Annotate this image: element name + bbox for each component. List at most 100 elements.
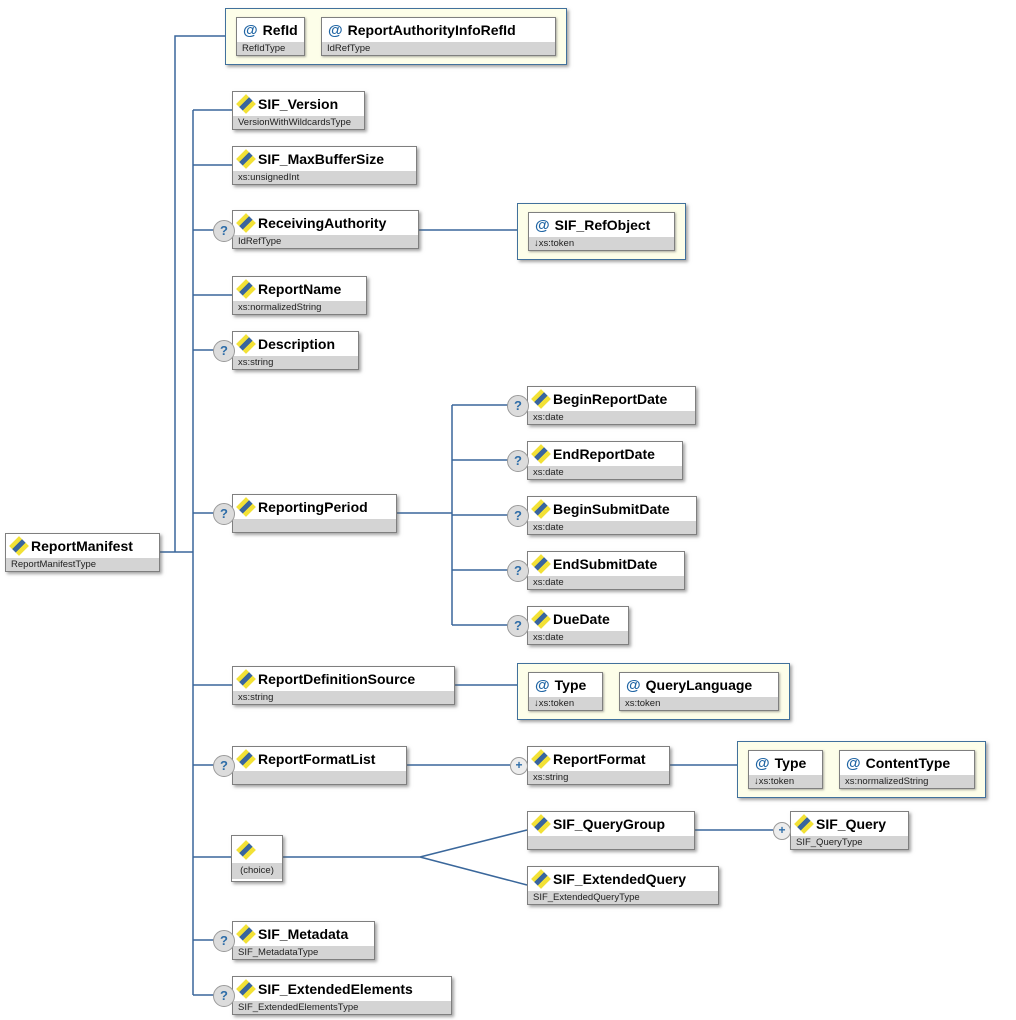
element-due-date[interactable]: DueDate xs:date bbox=[527, 606, 629, 645]
attribute-title: @ContentType bbox=[840, 751, 974, 775]
attribute-type: RefIdType bbox=[237, 42, 304, 55]
optional-indicator: ? bbox=[213, 755, 235, 777]
element-receiving-authority[interactable]: ReceivingAuthority IdRefType bbox=[232, 210, 419, 249]
connector bbox=[174, 35, 225, 552]
element-report-format[interactable]: ReportFormat xs:string bbox=[527, 746, 670, 785]
element-label: DueDate bbox=[553, 611, 610, 627]
element-type: SIF_ExtendedElementsType bbox=[233, 1001, 451, 1014]
element-sif-metadata[interactable]: SIF_Metadata SIF_MetadataType bbox=[232, 921, 375, 960]
connector bbox=[281, 829, 528, 886]
optional-indicator: ? bbox=[213, 503, 235, 525]
element-report-name[interactable]: ReportName xs:normalizedString bbox=[232, 276, 367, 315]
attribute-refid[interactable]: @RefId RefIdType bbox=[236, 17, 305, 56]
element-icon bbox=[236, 279, 256, 299]
attribute-label: Type bbox=[554, 677, 587, 693]
element-end-report-date[interactable]: EndReportDate xs:date bbox=[527, 441, 683, 480]
optional-indicator: ? bbox=[213, 985, 235, 1007]
element-sif-extended-elements[interactable]: SIF_ExtendedElements SIF_ExtendedElement… bbox=[232, 976, 452, 1015]
optional-indicator: ? bbox=[507, 505, 529, 527]
element-label: SIF_Query bbox=[816, 816, 887, 832]
choice-label: (choice) bbox=[232, 863, 282, 879]
element-sif-max-buffer-size[interactable]: SIF_MaxBufferSize xs:unsignedInt bbox=[232, 146, 417, 185]
element-label: BeginReportDate bbox=[553, 391, 668, 407]
element-label: SIF_Version bbox=[258, 96, 339, 112]
element-type: SIF_MetadataType bbox=[233, 946, 374, 959]
element-icon bbox=[531, 554, 551, 574]
element-label: EndSubmitDate bbox=[553, 556, 658, 572]
element-type: xs:normalizedString bbox=[233, 301, 366, 314]
element-report-format-list[interactable]: ReportFormatList bbox=[232, 746, 407, 785]
element-title: ReportName bbox=[233, 277, 366, 301]
element-label: Description bbox=[258, 336, 336, 352]
attribute-label: Type bbox=[774, 755, 807, 771]
attribute-title: @ReportAuthorityInfoRefId bbox=[322, 18, 555, 42]
attribute-group-report-format: @Type ↓xs:token @ContentType xs:normaliz… bbox=[737, 741, 986, 798]
element-sif-version[interactable]: SIF_Version VersionWithWildcardsType bbox=[232, 91, 365, 130]
element-title: ReportFormatList bbox=[233, 747, 406, 771]
element-begin-submit-date[interactable]: BeginSubmitDate xs:date bbox=[527, 496, 697, 535]
element-label: SIF_QueryGroup bbox=[553, 816, 666, 832]
optional-indicator: ? bbox=[213, 930, 235, 952]
element-title: ReportDefinitionSource bbox=[233, 667, 454, 691]
element-icon bbox=[236, 924, 256, 944]
attribute-at-icon: @ bbox=[626, 676, 641, 694]
element-label: ReportFormatList bbox=[258, 751, 376, 767]
element-type: xs:date bbox=[528, 411, 695, 424]
element-title: ReceivingAuthority bbox=[233, 211, 418, 235]
element-type: xs:string bbox=[528, 771, 669, 784]
attribute-label: QueryLanguage bbox=[645, 677, 753, 693]
attribute-type[interactable]: @Type ↓xs:token bbox=[528, 672, 603, 711]
element-begin-report-date[interactable]: BeginReportDate xs:date bbox=[527, 386, 696, 425]
element-type: xs:date bbox=[528, 631, 628, 644]
element-sif-query-group[interactable]: SIF_QueryGroup bbox=[527, 811, 695, 850]
element-title: DueDate bbox=[528, 607, 628, 631]
element-type: IdRefType bbox=[233, 235, 418, 248]
element-type: VersionWithWildcardsType bbox=[233, 116, 364, 129]
element-end-submit-date[interactable]: EndSubmitDate xs:date bbox=[527, 551, 685, 590]
element-type bbox=[233, 519, 396, 532]
attribute-title: @Type bbox=[529, 673, 602, 697]
element-title: SIF_ExtendedQuery bbox=[528, 867, 718, 891]
element-label: ReportingPeriod bbox=[258, 499, 368, 515]
element-icon bbox=[531, 869, 551, 889]
element-reporting-period[interactable]: ReportingPeriod bbox=[232, 494, 397, 533]
element-sif-extended-query[interactable]: SIF_ExtendedQuery SIF_ExtendedQueryType bbox=[527, 866, 719, 905]
element-title: SIF_Version bbox=[233, 92, 364, 116]
attribute-type: IdRefType bbox=[322, 42, 555, 55]
attribute-type[interactable]: @Type ↓xs:token bbox=[748, 750, 823, 789]
element-label: SIF_MaxBufferSize bbox=[258, 151, 385, 167]
element-icon bbox=[531, 444, 551, 464]
attribute-content-type[interactable]: @ContentType xs:normalizedString bbox=[839, 750, 975, 789]
element-report-manifest[interactable]: ReportManifest ReportManifestType bbox=[5, 533, 160, 572]
element-title: BeginSubmitDate bbox=[528, 497, 696, 521]
choice-compositor[interactable]: (choice) bbox=[231, 835, 283, 882]
element-title: SIF_Query bbox=[791, 812, 908, 836]
element-type bbox=[233, 771, 406, 784]
element-icon bbox=[236, 669, 256, 689]
attribute-at-icon: @ bbox=[535, 676, 550, 694]
optional-indicator: ? bbox=[507, 395, 529, 417]
attribute-at-icon: @ bbox=[535, 216, 550, 234]
element-icon bbox=[236, 149, 256, 169]
element-label: SIF_ExtendedElements bbox=[258, 981, 413, 997]
element-type: xs:string bbox=[233, 691, 454, 704]
optional-indicator: ? bbox=[213, 220, 235, 242]
attribute-type: ↓xs:token bbox=[529, 237, 674, 250]
element-icon bbox=[236, 979, 256, 999]
attribute-title: @SIF_RefObject bbox=[529, 213, 674, 237]
attribute-at-icon: @ bbox=[243, 21, 258, 39]
element-report-definition-source[interactable]: ReportDefinitionSource xs:string bbox=[232, 666, 455, 705]
attribute-report-authority-info-refid[interactable]: @ReportAuthorityInfoRefId IdRefType bbox=[321, 17, 556, 56]
element-icon bbox=[531, 499, 551, 519]
element-title: Description bbox=[233, 332, 358, 356]
attribute-sif-ref-object[interactable]: @SIF_RefObject ↓xs:token bbox=[528, 212, 675, 251]
element-type: xs:date bbox=[528, 466, 682, 479]
element-label: ReportManifest bbox=[31, 538, 133, 554]
element-sif-query[interactable]: SIF_Query SIF_QueryType bbox=[790, 811, 909, 850]
element-title: EndSubmitDate bbox=[528, 552, 684, 576]
optional-indicator: ? bbox=[507, 560, 529, 582]
element-icon bbox=[236, 94, 256, 114]
attribute-query-language[interactable]: @QueryLanguage xs:token bbox=[619, 672, 779, 711]
element-description[interactable]: Description xs:string bbox=[232, 331, 359, 370]
element-title: SIF_ExtendedElements bbox=[233, 977, 451, 1001]
